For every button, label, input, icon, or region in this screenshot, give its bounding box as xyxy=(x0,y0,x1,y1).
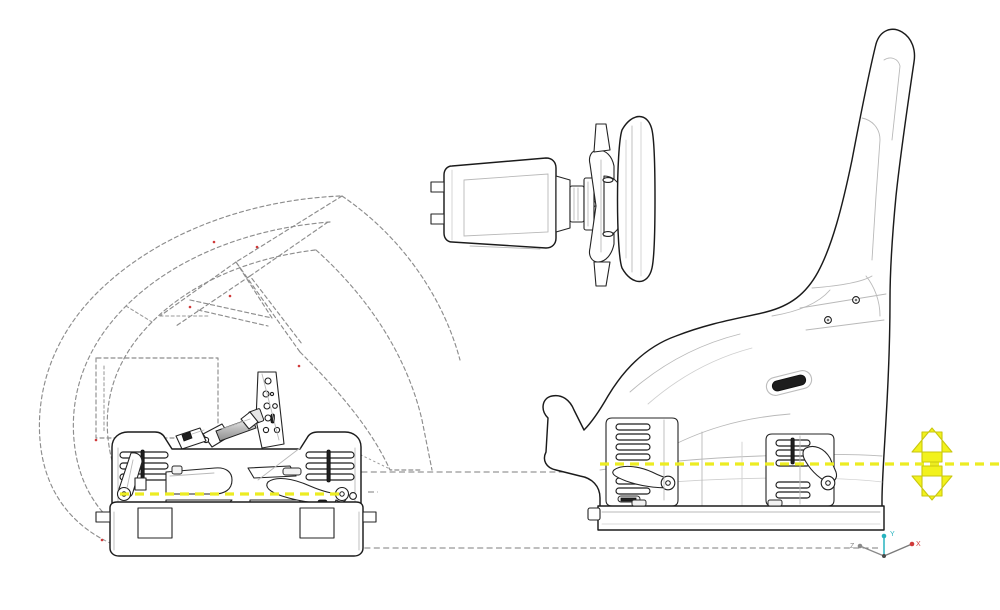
seat-side-mount-bracket-front xyxy=(605,417,679,507)
height-adjustment-arrow[interactable] xyxy=(911,427,953,501)
steering-wheel-rim xyxy=(616,115,656,283)
brake-pedal-arm xyxy=(255,371,285,449)
racing-bucket-seat xyxy=(542,28,1000,531)
seat-base-rail xyxy=(587,499,885,531)
steering-assembly xyxy=(430,115,656,287)
axis-label-x: X xyxy=(916,541,921,548)
steering-wheel-hub-plate xyxy=(588,123,621,287)
orientation-axis-gizmo[interactable]: Y X Z xyxy=(850,531,921,558)
direct-drive-wheelbase xyxy=(430,157,571,250)
load-cell-cylinder xyxy=(175,408,265,450)
harness-slot xyxy=(765,370,813,396)
axis-label-z: Z xyxy=(850,543,855,550)
pedal-assembly xyxy=(95,371,377,557)
axis-label-y: Y xyxy=(890,531,895,538)
seat-side-mount-bracket-rear xyxy=(765,433,838,507)
